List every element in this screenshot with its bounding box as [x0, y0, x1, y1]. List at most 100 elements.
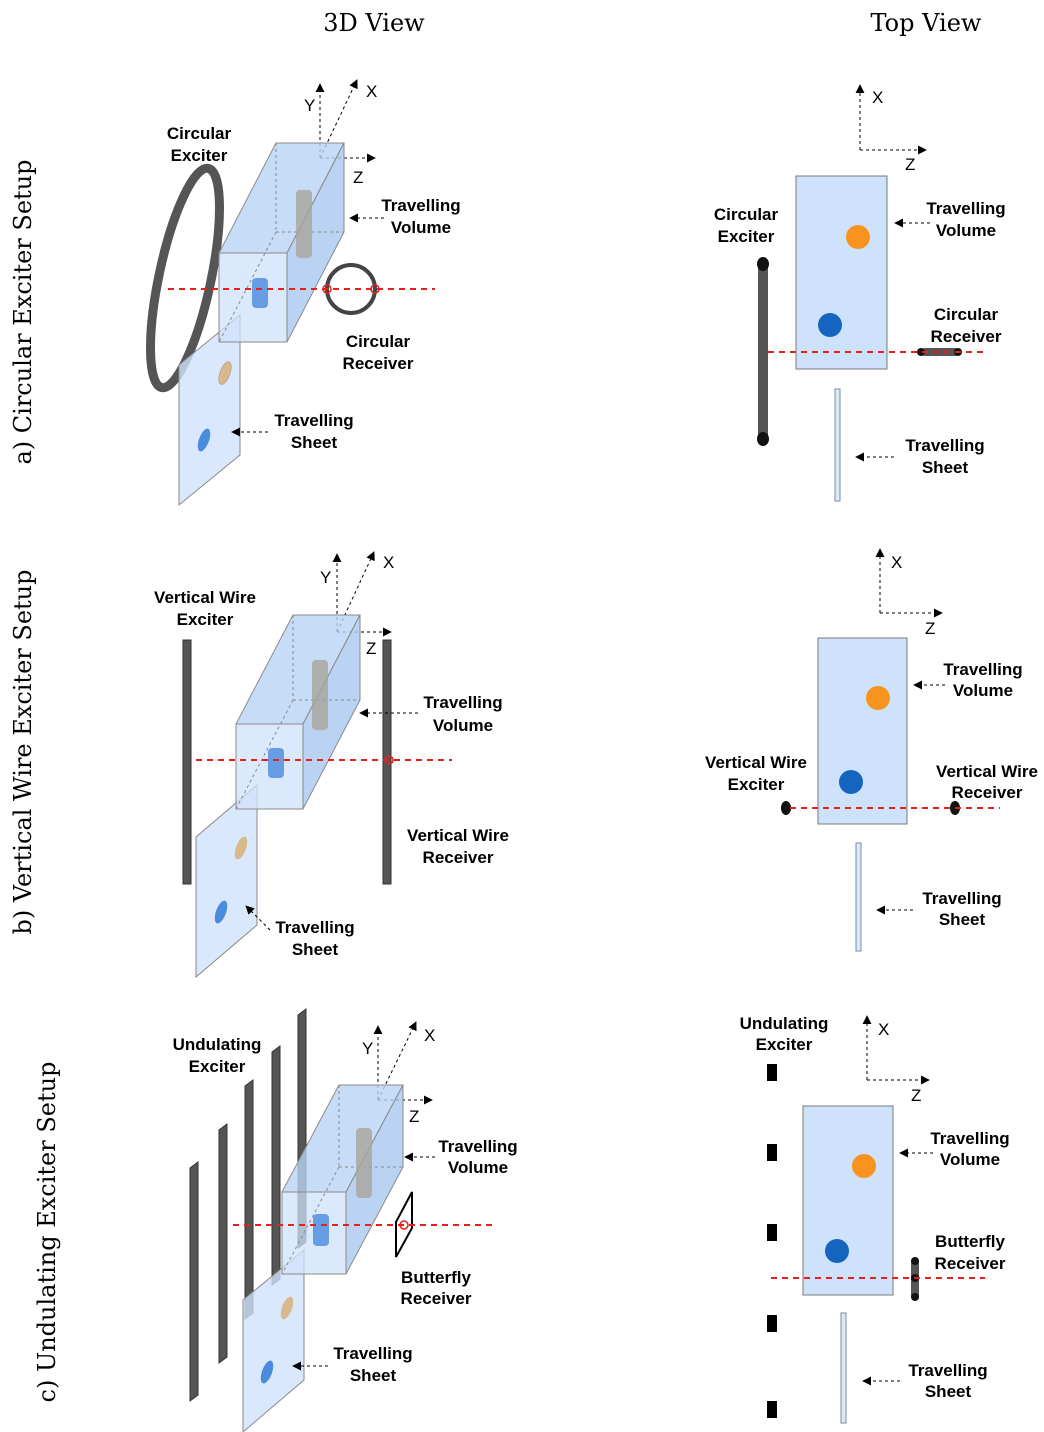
label-circular-receiver: Circular [934, 305, 999, 324]
y-axis-label: Y [304, 96, 315, 115]
svg-text:Exciter: Exciter [189, 1057, 246, 1076]
circular-receiver-bar [921, 348, 959, 356]
svg-text:Volume: Volume [940, 1150, 1000, 1169]
travelling-sheet-top [855, 842, 862, 952]
svg-text:Sheet: Sheet [292, 940, 339, 959]
cylinder-front [268, 748, 284, 778]
label-butterfly-receiver: Butterfly [935, 1232, 1005, 1251]
row-c-3d-view: Y X Z Undulating Exciter Travelling Volu… [173, 1008, 518, 1432]
svg-text:Receiver: Receiver [935, 1254, 1006, 1273]
z-axis-label: Z [366, 639, 376, 658]
undulating-exciter-segment-1 [767, 1064, 777, 1081]
x-axis-label: X [424, 1026, 435, 1045]
svg-text:Volume: Volume [953, 681, 1013, 700]
label-travelling-sheet: Travelling [905, 436, 984, 455]
undulating-exciter-bar-3 [244, 1079, 254, 1320]
travelling-volume-top [795, 175, 888, 370]
label-travelling-volume: Travelling [930, 1129, 1009, 1148]
header-top-view: Top View [871, 9, 982, 37]
svg-text:Receiver: Receiver [343, 354, 414, 373]
travelling-sheet-top [834, 388, 841, 502]
blue-target [839, 770, 863, 794]
label-vertical-wire-receiver: Vertical Wire [936, 762, 1038, 781]
cylinder-front [313, 1214, 329, 1246]
orange-target [852, 1154, 876, 1178]
label-circular-exciter: Circular [167, 124, 232, 143]
blue-target [825, 1239, 849, 1263]
svg-text:Exciter: Exciter [728, 775, 785, 794]
label-undulating-exciter: Undulating [173, 1035, 262, 1054]
x-axis-label: X [872, 88, 883, 107]
undulating-exciter-segment-2 [767, 1144, 777, 1161]
z-axis-label: Z [905, 155, 915, 174]
vertical-wire-receiver [382, 639, 392, 885]
z-axis-label: Z [409, 1107, 419, 1126]
travelling-sheet [178, 313, 241, 507]
y-axis-label: Y [320, 568, 331, 587]
label-travelling-volume: Travelling [381, 196, 460, 215]
svg-text:Exciter: Exciter [177, 610, 234, 629]
svg-text:Sheet: Sheet [291, 433, 338, 452]
blue-target-on-sheet [197, 428, 211, 452]
label-circular-exciter: Circular [714, 205, 779, 224]
cylinder-back [312, 660, 328, 730]
z-axis-label: Z [925, 619, 935, 638]
label-vertical-wire-receiver: Vertical Wire [407, 826, 509, 845]
orange-target-on-sheet [218, 361, 232, 385]
x-axis-label: X [878, 1020, 889, 1039]
blue-target-on-sheet [214, 900, 228, 924]
orange-target-on-sheet [280, 1296, 294, 1320]
label-travelling-sheet: Travelling [922, 889, 1001, 908]
blue-target [818, 313, 842, 337]
label-travelling-sheet: Travelling [274, 411, 353, 430]
svg-text:Volume: Volume [391, 218, 451, 237]
vertical-wire-exciter [182, 639, 192, 885]
undulating-exciter-bar-2 [218, 1123, 228, 1364]
travelling-sheet-top [840, 1312, 847, 1424]
circular-exciter-bar [758, 262, 768, 442]
row-label-c: c) Undulating Exciter Setup [33, 1062, 61, 1403]
row-a-top-view: X Z Circular Exciter Travelling Volume C… [714, 84, 1006, 502]
undulating-exciter-segment-5 [767, 1401, 777, 1418]
label-travelling-volume: Travelling [423, 693, 502, 712]
cylinder-back [296, 190, 312, 258]
x-axis-label: X [891, 553, 902, 572]
svg-text:Sheet: Sheet [922, 458, 969, 477]
cylinder-front [252, 278, 268, 308]
row-label-a: a) Circular Exciter Setup [9, 159, 37, 464]
svg-text:Volume: Volume [448, 1158, 508, 1177]
travelling-volume-top [817, 637, 908, 825]
y-axis-label: Y [362, 1039, 373, 1058]
label-butterfly-receiver: Butterfly [401, 1268, 471, 1287]
blue-target-on-sheet [260, 1360, 274, 1384]
orange-target [846, 225, 870, 249]
label-circular-receiver: Circular [346, 332, 411, 351]
travelling-volume-top [802, 1105, 894, 1296]
svg-text:Exciter: Exciter [718, 227, 775, 246]
svg-text:Receiver: Receiver [401, 1289, 472, 1308]
svg-text:Volume: Volume [936, 221, 996, 240]
undulating-exciter-segment-3 [767, 1224, 777, 1241]
svg-text:Receiver: Receiver [931, 327, 1002, 346]
label-travelling-sheet: Travelling [908, 1361, 987, 1380]
svg-text:Sheet: Sheet [925, 1382, 972, 1401]
x-axis-label: X [366, 82, 377, 101]
svg-text:Receiver: Receiver [423, 848, 494, 867]
svg-text:Receiver: Receiver [952, 783, 1023, 802]
row-a-3d-view: Y X Z Circular Exciter Travelling Volume… [146, 79, 461, 507]
row-b-top-view: X Z Travelling Volume Vertical Wire Exci… [705, 548, 1038, 952]
circular-exciter-ring [146, 163, 224, 393]
row-b-3d-view: Y X Z Vertical Wire Exciter Travelling V… [154, 551, 509, 979]
svg-text:Sheet: Sheet [939, 910, 986, 929]
orange-target-on-sheet [234, 836, 248, 860]
travelling-sheet [242, 1248, 305, 1432]
svg-text:Volume: Volume [433, 716, 493, 735]
label-vertical-wire-exciter: Vertical Wire [154, 588, 256, 607]
label-undulating-exciter: Undulating [740, 1014, 829, 1033]
svg-text:Sheet: Sheet [350, 1366, 397, 1385]
travelling-sheet [195, 783, 258, 979]
undulating-exciter-bar-1 [189, 1161, 199, 1402]
svg-text:Exciter: Exciter [171, 146, 228, 165]
z-axis-label: Z [353, 168, 363, 187]
